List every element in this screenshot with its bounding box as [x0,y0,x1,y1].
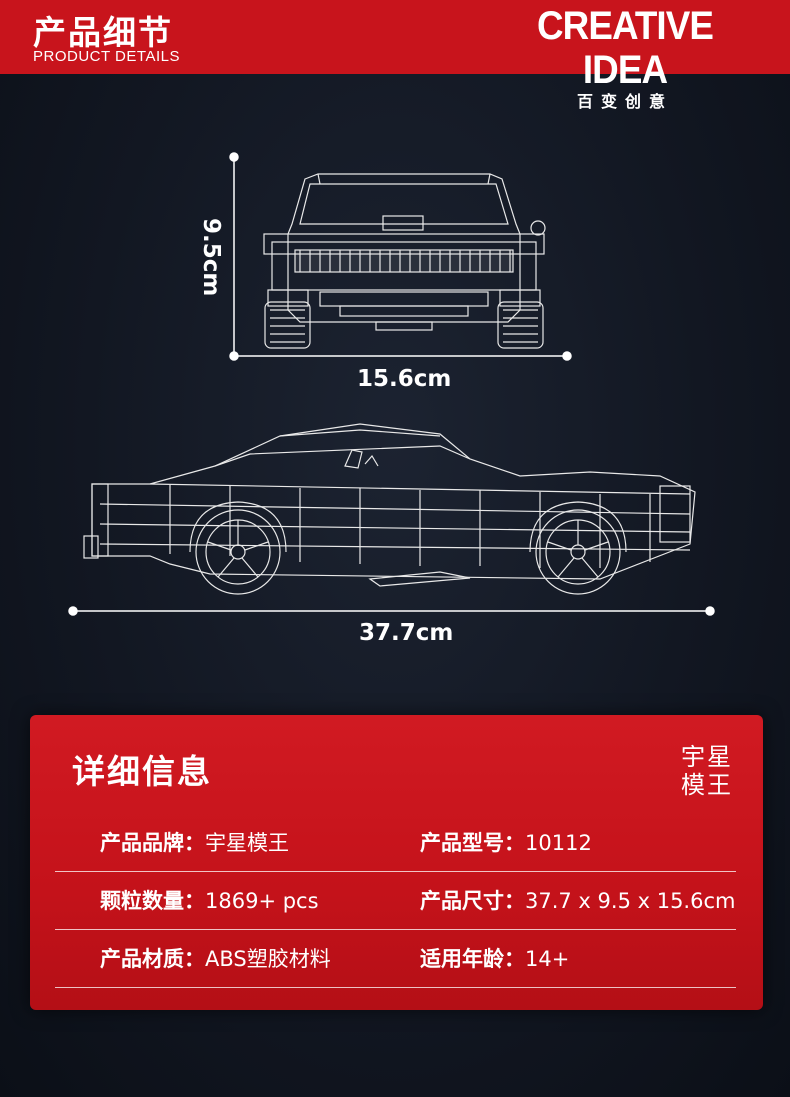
brand-name-cn: 百变创意 [576,92,673,111]
size-label: 产品尺寸： [420,889,525,913]
page-subtitle: PRODUCT DETAILS [33,48,180,65]
age-value: 14+ [525,947,570,971]
detail-row: 颗粒数量：1869+ pcs 产品尺寸：37.7 x 9.5 x 15.6cm [55,871,736,930]
brand-value: 宇星模王 [205,831,289,855]
car-front-line-drawing [263,173,546,349]
material-field: 产品材质：ABS塑胶材料 [100,943,331,973]
model-field: 产品型号：10112 [420,827,592,857]
brand-logo: CREATIVE IDEA 百变创意 [487,4,763,111]
detail-row: 产品材质：ABS塑胶材料 适用年龄：14+ [55,929,736,988]
detail-row: 产品品牌：宇星模王 产品型号：10112 [55,813,736,872]
model-value: 10112 [525,831,592,855]
width-dimension-label: 15.6cm [357,366,452,392]
model-label: 产品型号： [420,831,525,855]
material-value: ABS塑胶材料 [205,947,331,971]
product-drawing: 9.5cm 15.6cm 37.7cm [0,74,790,694]
length-dimension-line [68,606,715,616]
details-panel: 详细信息 宇星 模王 产品品牌：宇星模王 产品型号：10112 颗粒数量：186… [30,715,763,1010]
size-field: 产品尺寸：37.7 x 9.5 x 15.6cm [420,885,735,915]
dimension-drawing [68,152,715,616]
height-dimension-line [229,152,239,361]
brand-label: 产品品牌： [100,831,205,855]
details-title: 详细信息 [72,752,212,791]
brand-field: 产品品牌：宇星模王 [100,827,289,857]
width-dimension-line [234,351,572,361]
age-field: 适用年龄：14+ [420,943,569,973]
brand-stamp-line2: 模王 [681,771,733,799]
pieces-value: 1869+ pcs [205,889,319,913]
page-header: 产品细节 PRODUCT DETAILS CREATIVE IDEA 百变创意 [0,0,790,111]
brand-name-en: CREATIVE IDEA [537,4,714,92]
car-side-line-drawing [83,423,696,595]
page-title: 产品细节 [33,13,173,52]
length-dimension-label: 37.7cm [359,620,454,646]
material-label: 产品材质： [100,947,205,971]
brand-stamp-line1: 宇星 [681,743,733,771]
brand-stamp: 宇星 模王 [679,743,735,799]
pieces-label: 颗粒数量： [100,889,205,913]
age-label: 适用年龄： [420,947,525,971]
height-dimension-label: 9.5cm [198,218,224,297]
pieces-field: 颗粒数量：1869+ pcs [100,885,319,915]
size-value: 37.7 x 9.5 x 15.6cm [525,889,736,913]
